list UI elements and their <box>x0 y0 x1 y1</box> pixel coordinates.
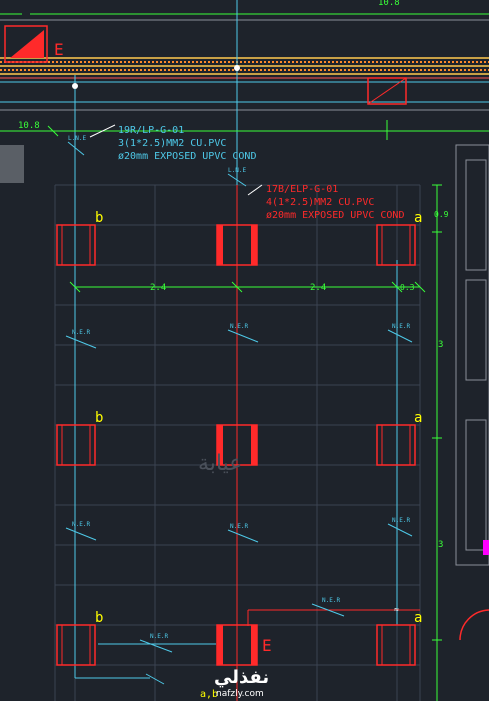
structural-column-left <box>0 145 24 183</box>
panel-e-top-label: E <box>54 40 64 59</box>
leader-cyan <box>89 124 116 138</box>
wire-tag-4: N.E.R <box>72 521 90 528</box>
leader-red <box>247 184 263 196</box>
watermark-text: عيابة <box>198 451 242 476</box>
dim-side-low: 3 <box>438 540 443 550</box>
wire-tag-6: N.E.R <box>392 517 410 524</box>
circuit-red-line1: 17B/ELP-G-01 <box>266 184 338 195</box>
wire-tag-5: N.E.R <box>230 523 248 530</box>
dim-span-left: 2.4 <box>150 283 166 293</box>
magenta-marker <box>483 540 489 555</box>
nafzly-logo: نفذلي nafzly.com <box>214 667 269 699</box>
wire-tag-3: N.E.R <box>392 323 410 330</box>
junction-box-diagonal <box>367 77 407 105</box>
right-wall-elements <box>455 144 489 566</box>
circuit-red-line3: ø20mm EXPOSED UPVC COND <box>266 210 404 221</box>
wire-tag-top-center: L.N.E <box>228 167 246 174</box>
riser-center-node <box>234 65 240 71</box>
wire-tag-2: N.E.R <box>230 323 248 330</box>
logo-url: nafzly.com <box>216 689 264 699</box>
panel-e-bottom-label: E <box>262 636 272 655</box>
dim-side-top: 0.9 <box>434 210 449 219</box>
label-a-3: a <box>414 610 422 626</box>
logo-arabic: نفذلي <box>214 667 269 688</box>
label-a-2: a <box>414 410 422 426</box>
label-ab: a,b <box>200 689 218 700</box>
dimension-left-label: 10.8 <box>18 121 40 131</box>
dim-span-right: 2.4 <box>310 283 326 293</box>
label-b-3: b <box>95 610 103 626</box>
wire-tag-7: N.E.R <box>322 597 340 604</box>
label-b-1: b <box>95 210 103 226</box>
circuit-cyan-line3: ø20mm EXPOSED UPVC COND <box>118 151 256 162</box>
tick-symbol: ≈ <box>394 605 399 614</box>
label-b-2: b <box>95 410 103 426</box>
luminaire-row-2 <box>56 424 416 466</box>
luminaire-row-1 <box>56 224 416 266</box>
wire-tags <box>65 329 413 685</box>
wire-tag-8: N.E.R <box>150 633 168 640</box>
wire-tag-top-left: L.N.E <box>68 135 86 142</box>
circuit-cyan-line2: 3(1*2.5)MM2 CU.PVC <box>118 138 226 149</box>
dimension-top-label: 10.8 <box>378 0 400 8</box>
wire-tag-1: N.E.R <box>72 329 90 336</box>
junction-box-top-right <box>367 77 407 105</box>
riser-left-node <box>72 83 78 89</box>
top-wall <box>0 0 489 111</box>
label-a-1: a <box>414 210 422 226</box>
dim-small: 0.3 <box>400 283 415 292</box>
circuit-cyan-line1: 19R/LP-G-01 <box>118 125 184 136</box>
cyan-circuit-wiring <box>74 185 398 679</box>
luminaire-row-3 <box>56 624 416 666</box>
door-swing-arc <box>459 609 489 641</box>
circuit-red-line2: 4(1*2.5)MM2 CU.PVC <box>266 197 374 208</box>
dim-side-mid: 3 <box>438 340 443 350</box>
panel-e-top <box>4 25 48 63</box>
